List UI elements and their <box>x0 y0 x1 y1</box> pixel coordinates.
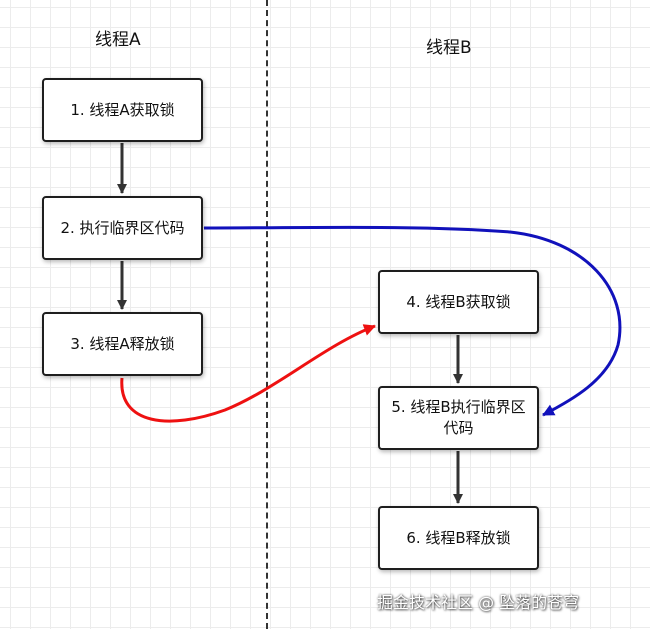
step-5-box: 5. 线程B执行临界区代码 <box>378 386 539 450</box>
step-6-label: 6. 线程B释放锁 <box>406 528 511 547</box>
step-5-label: 5. 线程B执行临界区代码 <box>391 398 526 437</box>
step-4-label: 4. 线程B获取锁 <box>406 292 511 311</box>
step-3-label: 3. 线程A释放锁 <box>70 334 175 353</box>
watermark: 掘金技术社区 @ 坠落的苍穹 <box>377 593 580 612</box>
step-1-box: 1. 线程A获取锁 <box>42 78 203 142</box>
step-1-label: 1. 线程A获取锁 <box>70 100 175 119</box>
step-6-box: 6. 线程B释放锁 <box>378 506 539 570</box>
arrow-release-to-acquire <box>120 324 376 423</box>
step-2-label: 2. 执行临界区代码 <box>60 218 185 237</box>
arrow-critical-section-handoff <box>203 225 622 417</box>
step-3-box: 3. 线程A释放锁 <box>42 312 203 376</box>
step-2-box: 2. 执行临界区代码 <box>42 196 203 260</box>
lane-label-thread-a: 线程A <box>95 30 141 50</box>
lane-label-thread-b: 线程B <box>426 38 472 58</box>
step-4-box: 4. 线程B获取锁 <box>378 270 539 334</box>
lane-divider <box>266 0 268 629</box>
